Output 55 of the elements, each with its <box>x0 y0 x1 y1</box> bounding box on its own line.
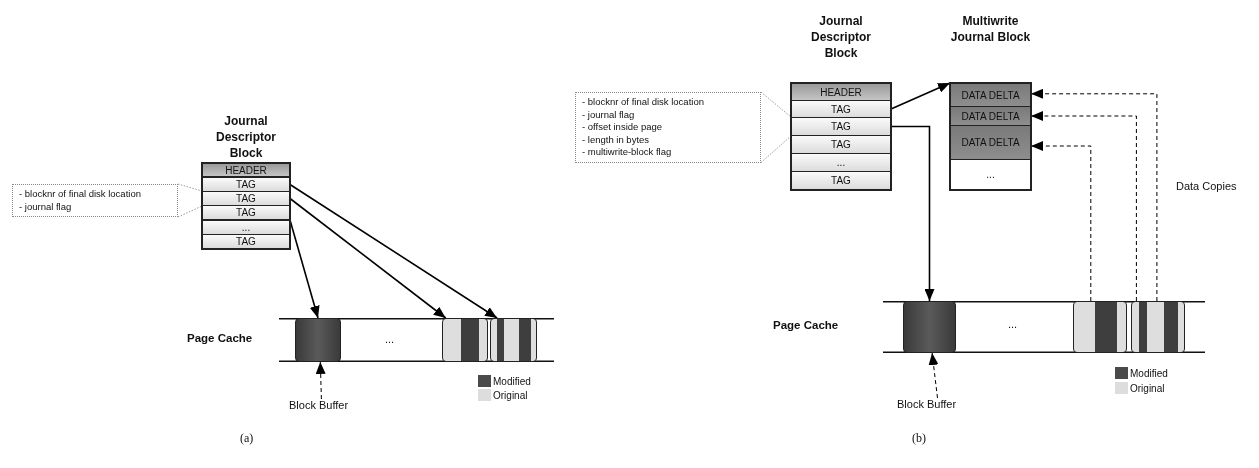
leader-line <box>760 91 792 118</box>
data-delta-row: DATA DELTA <box>950 83 1031 107</box>
arrow <box>890 82 951 110</box>
data-delta-row: DATA DELTA <box>950 125 1031 160</box>
note-text: - blocknr of final disk location <box>19 188 142 201</box>
block-title: Journal Descriptor Block <box>810 13 872 61</box>
arrow <box>890 125 935 302</box>
arrow <box>1030 111 1137 302</box>
block-title: Journal Descriptor Block <box>215 113 277 161</box>
page-block <box>442 318 488 362</box>
arrow <box>1030 141 1092 302</box>
arrow <box>289 197 447 319</box>
tag-row: TAG <box>202 205 290 220</box>
legend-label: Modified <box>1130 367 1168 379</box>
arrow <box>289 219 320 319</box>
page-block <box>1073 301 1127 353</box>
leader-line <box>177 205 203 218</box>
note-text: - journal flag <box>19 200 73 213</box>
arrow <box>289 183 498 319</box>
tag-row: TAG <box>202 234 290 249</box>
tag-row: TAG <box>791 100 891 118</box>
leader-line <box>177 183 203 192</box>
arrow <box>315 361 326 400</box>
text-label: ... <box>385 333 395 345</box>
empty-row: ... <box>950 159 1031 190</box>
text-label: Block Buffer <box>289 399 361 413</box>
panel-caption: (a) <box>240 431 254 446</box>
legend-label: Modified <box>493 375 531 387</box>
note-text: - length in bytes <box>582 133 651 146</box>
note-box <box>575 92 761 163</box>
data-delta-row: DATA DELTA <box>950 106 1031 126</box>
text-label: Data Copies <box>1176 180 1237 192</box>
text-label: ... <box>1008 318 1018 330</box>
block-title: Multiwrite Journal Block <box>949 13 1032 45</box>
header-row: HEADER <box>791 83 891 101</box>
legend-label: Original <box>1130 382 1165 394</box>
side-label: Page Cache <box>773 319 839 331</box>
page-block <box>903 301 956 353</box>
page-block <box>1131 301 1185 353</box>
note-text: - journal flag <box>582 108 636 121</box>
note-text: - blocknr of final disk location <box>582 96 705 109</box>
side-label: Page Cache <box>187 332 253 344</box>
arrow <box>928 352 939 399</box>
header-row: HEADER <box>202 163 290 177</box>
arrow <box>1030 88 1158 302</box>
text-label: Block Buffer <box>897 398 987 412</box>
page-block <box>295 318 341 362</box>
note-box <box>12 184 178 217</box>
note-text: - multiwrite-block flag <box>582 146 673 159</box>
panel-caption: (b) <box>912 431 926 446</box>
page-block <box>490 318 537 362</box>
legend-label: Original <box>493 389 528 401</box>
tag-row: TAG <box>791 171 891 190</box>
leader-line <box>760 135 792 163</box>
note-text: - offset inside page <box>582 121 664 134</box>
